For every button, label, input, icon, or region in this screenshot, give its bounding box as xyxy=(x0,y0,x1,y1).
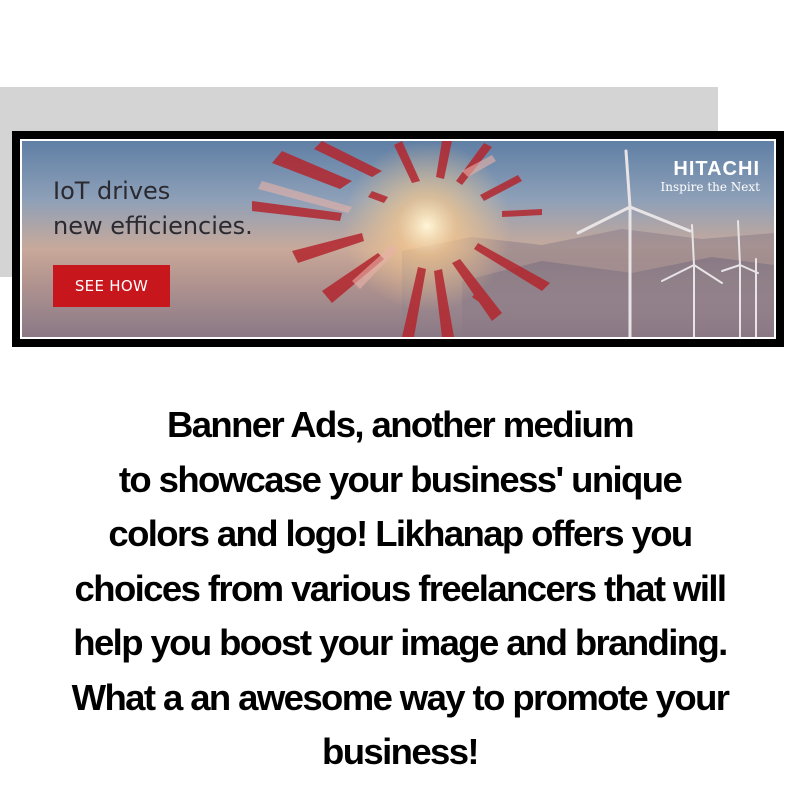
promo-line-2: to showcase your business' unique xyxy=(118,458,683,500)
promo-line-3: colors and logo! Likhanap offers you xyxy=(108,513,693,554)
banner-headline-line-2: new efficiencies. xyxy=(53,212,253,240)
promo-line-1: Banner Ads, another medium xyxy=(166,404,635,445)
see-how-button[interactable]: SEE HOW xyxy=(53,265,170,307)
banner-ad[interactable]: IoT drives new efficiencies. SEE HOW HIT… xyxy=(22,141,774,337)
promo-paragraph: Banner Ads, another medium to showcase y… xyxy=(8,398,792,780)
promo-line-5: help you boost your image and branding. xyxy=(73,622,728,663)
promo-line-7: business! xyxy=(322,731,480,772)
brand-tagline: Inspire the Next xyxy=(660,180,760,194)
banner-headline-line-1: IoT drives xyxy=(53,177,171,205)
banner-headline: IoT drives new efficiencies. xyxy=(53,174,253,244)
promo-line-4: choices from various freelancers that wi… xyxy=(74,567,728,609)
brand-name: HITACHI xyxy=(673,158,760,180)
hitachi-logo: HITACHI Inspire the Next xyxy=(661,158,760,194)
promo-line-6: What a an awesome way to promote your xyxy=(71,676,730,718)
